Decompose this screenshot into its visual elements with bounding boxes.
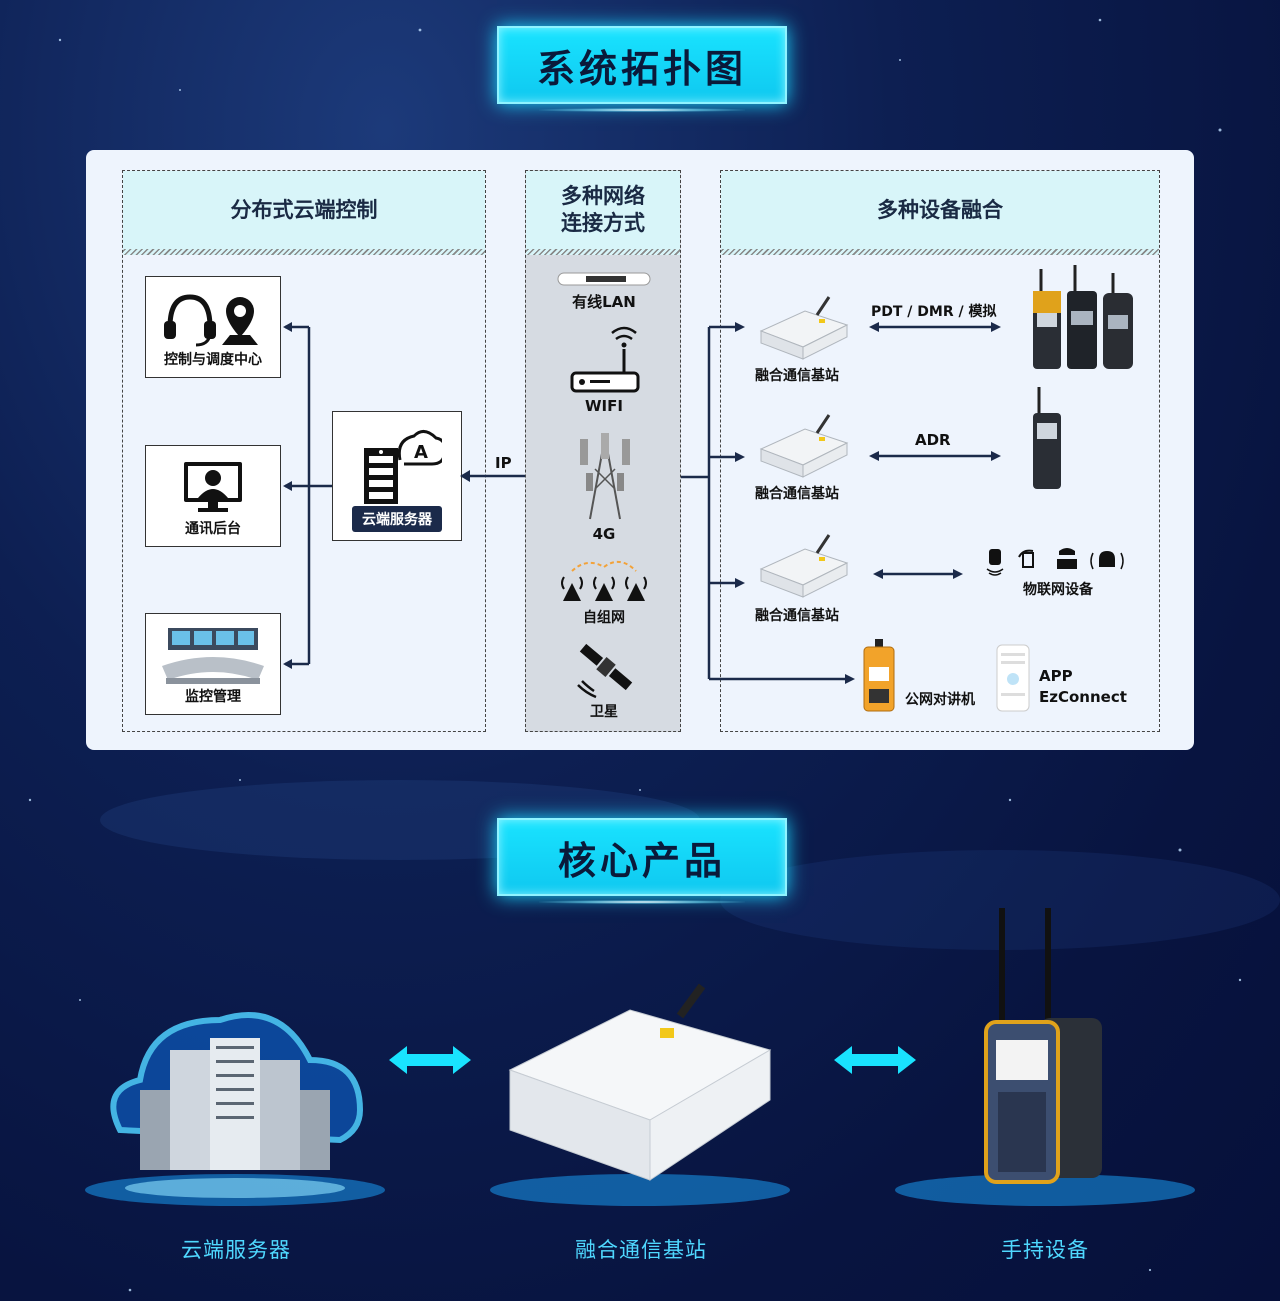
cloud-server-label: 云端服务器 <box>352 506 442 532</box>
pdt-dmr-label: PDT / DMR / 模拟 <box>871 304 997 320</box>
handheld-product-image <box>895 908 1195 1206</box>
control-room-icon <box>162 628 264 684</box>
link-arrow-2 <box>834 1046 916 1074</box>
network-types-group: 多种网络 连接方式 有线LAN WIFI 4G <box>525 170 681 732</box>
cloud-server-node: A 云端服务器 <box>332 411 462 541</box>
lan-switch-icon <box>557 272 651 286</box>
comm-backend-label: 通讯后台 <box>185 521 241 537</box>
mesh-label: 自组网 <box>583 610 625 626</box>
device-fusion-heading: 多种设备融合 <box>721 171 1159 255</box>
app-label-line2: EzConnect <box>1039 688 1127 706</box>
ip-label: IP <box>495 454 512 472</box>
satellite-icon <box>577 643 633 699</box>
wifi-router-icon <box>570 326 640 393</box>
cloud-server-icon: A <box>364 430 442 504</box>
app-label-line1: APP <box>1039 667 1073 685</box>
product-label-handheld: 手持设备 <box>1001 1238 1089 1262</box>
topology-panel: 分布式云端控制 控制与调度中心 通讯后台 <box>86 150 1194 750</box>
network-types-heading-line1: 多种网络 <box>561 184 645 208</box>
device-fusion-group: 多种设备融合 <box>681 170 1160 732</box>
base-station-icon <box>759 534 849 598</box>
topology-title: 系统拓扑图 <box>497 26 787 112</box>
app-phone-icon <box>996 644 1030 712</box>
lan-label: 有线LAN <box>572 293 636 311</box>
network-types-heading-line2: 连接方式 <box>561 211 645 235</box>
network-types-heading: 多种网络 连接方式 <box>526 171 680 255</box>
base-station-icon <box>759 414 849 478</box>
radios-group-icon <box>1033 265 1133 369</box>
base-station-icon <box>759 296 849 360</box>
cloud-control-heading: 分布式云端控制 <box>123 171 485 255</box>
comm-backend-node: 通讯后台 <box>145 445 281 547</box>
base-station-product-image <box>490 983 790 1206</box>
dispatch-center-label: 控制与调度中心 <box>164 352 262 368</box>
wifi-label: WIFI <box>585 397 623 415</box>
monitor-user-icon <box>184 462 242 512</box>
dispatch-center-node: 控制与调度中心 <box>145 276 281 378</box>
product-label-base-station: 融合通信基站 <box>575 1238 707 1262</box>
adr-label: ADR <box>915 431 951 449</box>
monitoring-label: 监控管理 <box>185 689 241 705</box>
public-radio-icon <box>863 639 895 712</box>
headset-location-icon <box>164 294 258 347</box>
mesh-network-icon <box>561 560 647 601</box>
product-label-cloud-server: 云端服务器 <box>181 1238 291 1262</box>
base-station-label-1: 融合通信基站 <box>755 368 839 384</box>
base-station-label-2: 融合通信基站 <box>755 486 839 502</box>
adr-radio-icon <box>1033 387 1061 489</box>
cloud-control-group: 分布式云端控制 控制与调度中心 通讯后台 <box>122 170 486 732</box>
4g-label: 4G <box>592 525 616 543</box>
right-connectors <box>681 322 1001 684</box>
iot-label: 物联网设备 <box>1023 582 1093 598</box>
satellite-label: 卫星 <box>590 704 618 720</box>
iot-devices-icon <box>986 548 1124 576</box>
base-station-label-3: 融合通信基站 <box>755 608 839 624</box>
cell-tower-icon <box>580 433 630 520</box>
left-connectors <box>283 322 332 669</box>
products-title: 核心产品 <box>497 818 787 904</box>
cloud-server-product-image <box>85 1012 385 1206</box>
link-arrow-1 <box>389 1046 471 1074</box>
public-radio-label: 公网对讲机 <box>905 692 975 708</box>
svg-text:A: A <box>414 442 428 463</box>
monitoring-node: 监控管理 <box>145 613 281 715</box>
